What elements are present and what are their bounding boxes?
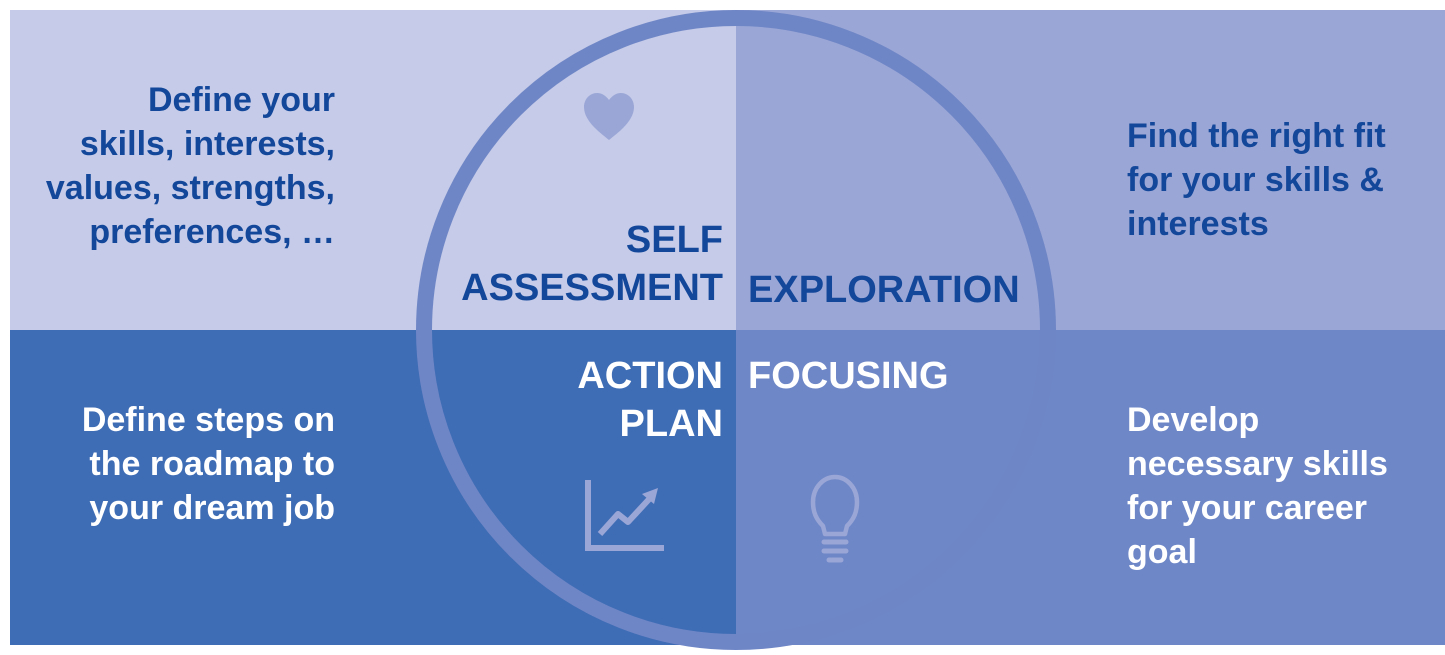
focusing-label: FOCUSING: [748, 355, 949, 397]
action-plan-label: ACTION PLAN: [577, 355, 723, 445]
lightbulb-icon: [810, 474, 860, 563]
self-assessment-description: Define your skills, interests, values, s…: [45, 81, 335, 251]
focusing-description: Develop necessary skills for your career…: [1127, 401, 1388, 571]
self-assessment-label: SELF ASSESSMENT: [461, 219, 723, 309]
heart-icon: [584, 93, 634, 140]
action-plan-description: Define steps on the roadmap to your drea…: [81, 401, 335, 527]
trend-chart-icon: [585, 480, 664, 551]
magnifier-pulse-icon: [796, 102, 885, 179]
exploration-label: EXPLORATION: [748, 269, 1020, 311]
exploration-description: Find the right fit for your skills & int…: [1127, 117, 1386, 243]
wheel-ring: [416, 10, 1056, 650]
